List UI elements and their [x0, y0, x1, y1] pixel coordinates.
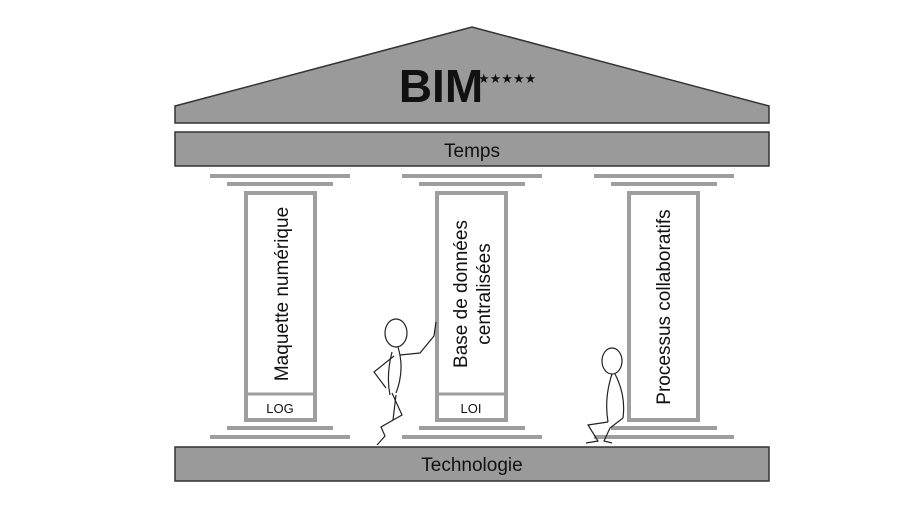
beam-temps [174, 131, 770, 167]
pillar-base-donnees: Base de données centralisées LOI [402, 174, 542, 439]
roof-stars: ★★★★★ [478, 71, 536, 86]
pillar-processus: Processus collaboratifs [594, 174, 734, 439]
base-technologie [174, 446, 770, 482]
pillar-footer: LOI [461, 401, 482, 416]
pillar-footer: LOG [266, 401, 293, 416]
pillar-label-line2: centralisées [474, 243, 495, 344]
pillar-label: Maquette numérique [272, 207, 293, 381]
base-label: Technologie [421, 455, 522, 476]
pillar-label: Base de données [451, 220, 472, 368]
pillar-maquette: Maquette numérique LOG [210, 174, 350, 439]
roof [174, 26, 770, 124]
beam-label: Temps [444, 141, 500, 162]
stick-figure-sitting-icon [585, 347, 625, 444]
pillar-label: Processus collaboratifs [654, 209, 675, 404]
roof-title: BIM [399, 60, 483, 112]
stick-figure-leaning-icon [373, 318, 437, 446]
